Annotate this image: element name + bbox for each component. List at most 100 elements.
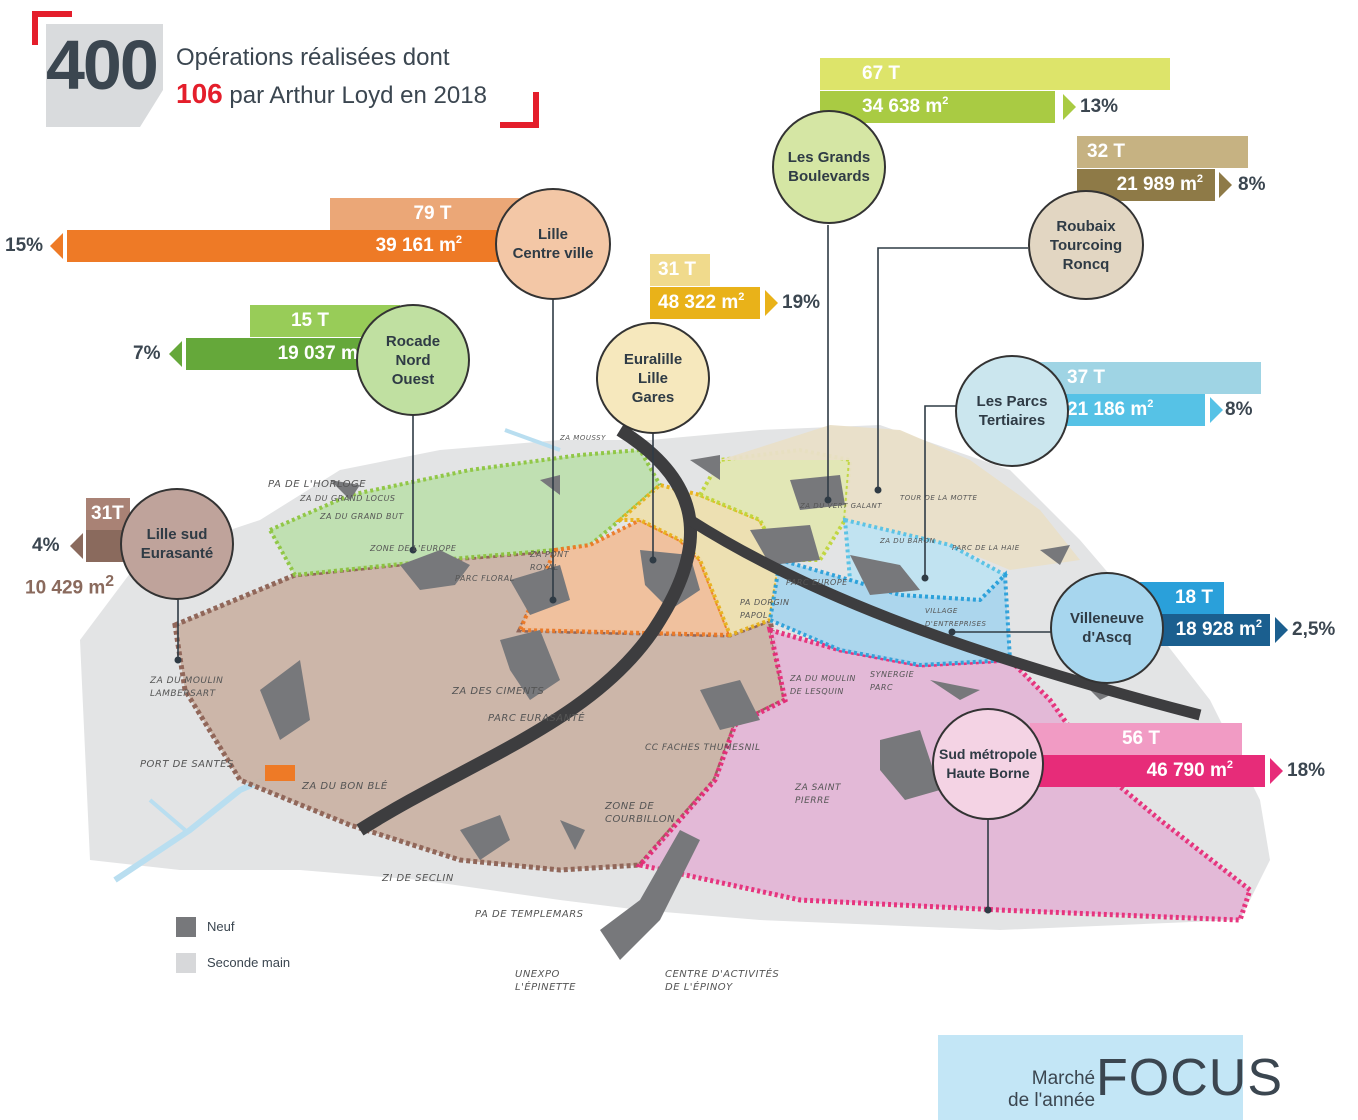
arrow-lille-sud [70, 533, 83, 559]
map-label: PARC EURASANTÉ [488, 713, 586, 724]
map-label: ZONE DE L'EUROPE [370, 544, 457, 553]
total-operations: 400 [46, 26, 159, 104]
bar-surface-grands-boulevards: 34 638 m2 [820, 91, 1055, 123]
map-label: PA DORGIN PAPOL [740, 598, 790, 620]
circle-euralille[interactable]: Euralille Lille Gares [596, 322, 710, 434]
map-label: ZA DU BON BLÉ [302, 781, 388, 792]
transactions-villeneuve: 18 T [1174, 587, 1214, 608]
circle-grands-boulevards[interactable]: Les Grands Boulevards [772, 110, 886, 224]
surface-grands-boulevards: 34 638 m2 [862, 95, 949, 117]
map-label: PARC EUROPE [786, 578, 848, 587]
circle-lille-sud[interactable]: Lille sud Eurasanté [120, 488, 234, 600]
zone-name-lille-centre: Lille Centre ville [512, 226, 594, 262]
map-label: VILLAGE D'ENTREPRISES [925, 607, 987, 628]
map-label: ZONE DE COURBILLON [605, 801, 676, 825]
map-label: ZA DU GRAND LOCUS [300, 494, 396, 503]
surface-sud-metropole: 46 790 m2 [1146, 759, 1233, 781]
zone-name-parcs-tertiaires: Les Parcs Tertiaires [976, 393, 1048, 429]
transactions-parcs-tertiaires: 37 T [1067, 367, 1106, 388]
arrow-grands-boulevards [1063, 94, 1076, 120]
surface-euralille: 48 322 m2 [658, 291, 745, 313]
share-grands-boulevards: 13% [1080, 96, 1119, 117]
arrow-roubaix [1219, 172, 1232, 198]
share-lille-sud: 4% [32, 535, 60, 556]
arrow-lille-centre [50, 233, 63, 259]
bar-surface-lille-centre: 39 161 m2 [67, 230, 510, 262]
transactions-grands-boulevards: 67 T [862, 63, 901, 84]
highway-a1 [356, 424, 697, 836]
arrow-euralille [765, 290, 778, 316]
operations-caption-2: 106 par Arthur Loyd en 2018 [176, 78, 487, 110]
map-label: TOUR DE LA MOTTE [900, 494, 978, 502]
zone-name-villeneuve: Villeneuve d'Ascq [1070, 610, 1144, 646]
arrow-parcs-tertiaires [1210, 397, 1223, 423]
bar-surface-euralille: 48 322 m2 [650, 287, 760, 319]
map-label: ZA DU MOULIN DE LESQUIN [790, 674, 856, 696]
share-lille-centre: 15% [5, 235, 44, 256]
transactions-lille-centre: 79 T [413, 203, 452, 224]
surface-lille-sud: 10 429 m2 [25, 573, 115, 599]
circle-villeneuve[interactable]: Villeneuve d'Ascq [1050, 572, 1164, 684]
zone-name-grands-boulevards: Les Grands Boulevards [787, 149, 871, 185]
map-label: ZA DES CIMENTS [452, 686, 545, 697]
bar-transactions-euralille: 31 T [650, 254, 710, 286]
map-label: ZA DU GRAND BUT [320, 512, 404, 521]
map-label: SYNERGIE PARC [870, 670, 915, 692]
circle-rocade[interactable]: Rocade Nord Ouest [356, 304, 470, 416]
bar-surface-rocade: 19 037 m2 [186, 338, 376, 370]
transactions-roubaix: 32 T [1087, 141, 1126, 162]
circle-parcs-tertiaires[interactable]: Les Parcs Tertiaires [955, 355, 1069, 467]
surface-lille-centre: 39 161 m2 [375, 234, 462, 256]
operations-caption: Opérations réalisées dont [176, 44, 450, 71]
share-roubaix: 8% [1238, 174, 1266, 195]
circle-sud-metropole[interactable]: Sud métropole Haute Borne [932, 708, 1044, 820]
highway-a22 [687, 515, 1202, 721]
legend-swatch-neuf [176, 917, 196, 937]
arrow-rocade [169, 341, 182, 367]
surface-villeneuve: 18 928 m2 [1175, 618, 1262, 640]
zone-name-rocade: Rocade Nord Ouest [385, 332, 441, 388]
surface-parcs-tertiaires: 21 186 m2 [1067, 398, 1154, 420]
arrow-villeneuve [1275, 617, 1288, 643]
caption-tail: par Arthur Loyd en 2018 [229, 82, 487, 109]
focus-title: FOCUS [1096, 1049, 1283, 1107]
zone-roubaix [720, 425, 1080, 570]
transactions-lille-sud: 31T [91, 503, 124, 524]
map-label: PA DE TEMPLEMARS [475, 909, 584, 920]
legend-label-seconde-main: Seconde main [207, 955, 291, 970]
legend-swatch-seconde-main [176, 953, 196, 973]
surface-roubaix: 21 989 m2 [1116, 173, 1203, 195]
zone-name-roubaix: Roubaix Tourcoing Roncq [1049, 217, 1123, 273]
zone-name-lille-sud: Lille sud Eurasanté [140, 526, 214, 562]
share-parcs-tertiaires: 8% [1225, 399, 1253, 420]
map-label: ZA MOUSSY [560, 434, 606, 442]
transactions-rocade: 15 T [290, 310, 330, 331]
bar-transactions-lille-centre: 79 T [330, 198, 535, 230]
map-label: ZA SAINT PIERRE [795, 783, 841, 806]
transactions-euralille: 31 T [658, 259, 697, 280]
map-label: ZA DU VERT GALANT [800, 502, 883, 510]
focus-subtitle: Marché de l'année [1008, 1068, 1096, 1111]
legend-label-neuf: Neuf [207, 919, 235, 934]
map-label: CC FACHES THUMESNIL [645, 743, 761, 753]
share-rocade: 7% [133, 343, 161, 364]
bar-surface-roubaix: 21 989 m2 [1077, 169, 1215, 201]
map-label: PARC DE LA HAIE [952, 544, 1020, 552]
map-label: CENTRE D'ACTIVITÉS DE L'ÉPINOY [665, 969, 780, 993]
circle-roubaix[interactable]: Roubaix Tourcoing Roncq [1028, 190, 1144, 300]
zone-name-sud-metropole: Sud métropole Haute Borne [938, 746, 1037, 781]
transactions-sud-metropole: 56 T [1121, 728, 1161, 749]
map-label: PA DE L'HORLOGE [268, 479, 367, 490]
surface-rocade: 19 037 m2 [277, 342, 364, 364]
bar-transactions-grands-boulevards: 67 T [820, 58, 1170, 90]
map-label: ZA DU MOULIN LAMBERSART [150, 676, 224, 699]
bar-transactions-sud-metropole: 56 T [1030, 723, 1242, 755]
circle-lille-centre[interactable]: Lille Centre ville [495, 188, 611, 300]
share-euralille: 19% [782, 292, 821, 313]
bar-surface-sud-metropole: 46 790 m2 [1030, 755, 1265, 787]
arrow-sud-metropole [1270, 758, 1283, 784]
map-label: PARC FLORAL [455, 574, 515, 583]
zone-name-euralille: Euralille Lille Gares [623, 350, 683, 406]
bar-transactions-roubaix: 32 T [1077, 136, 1248, 168]
